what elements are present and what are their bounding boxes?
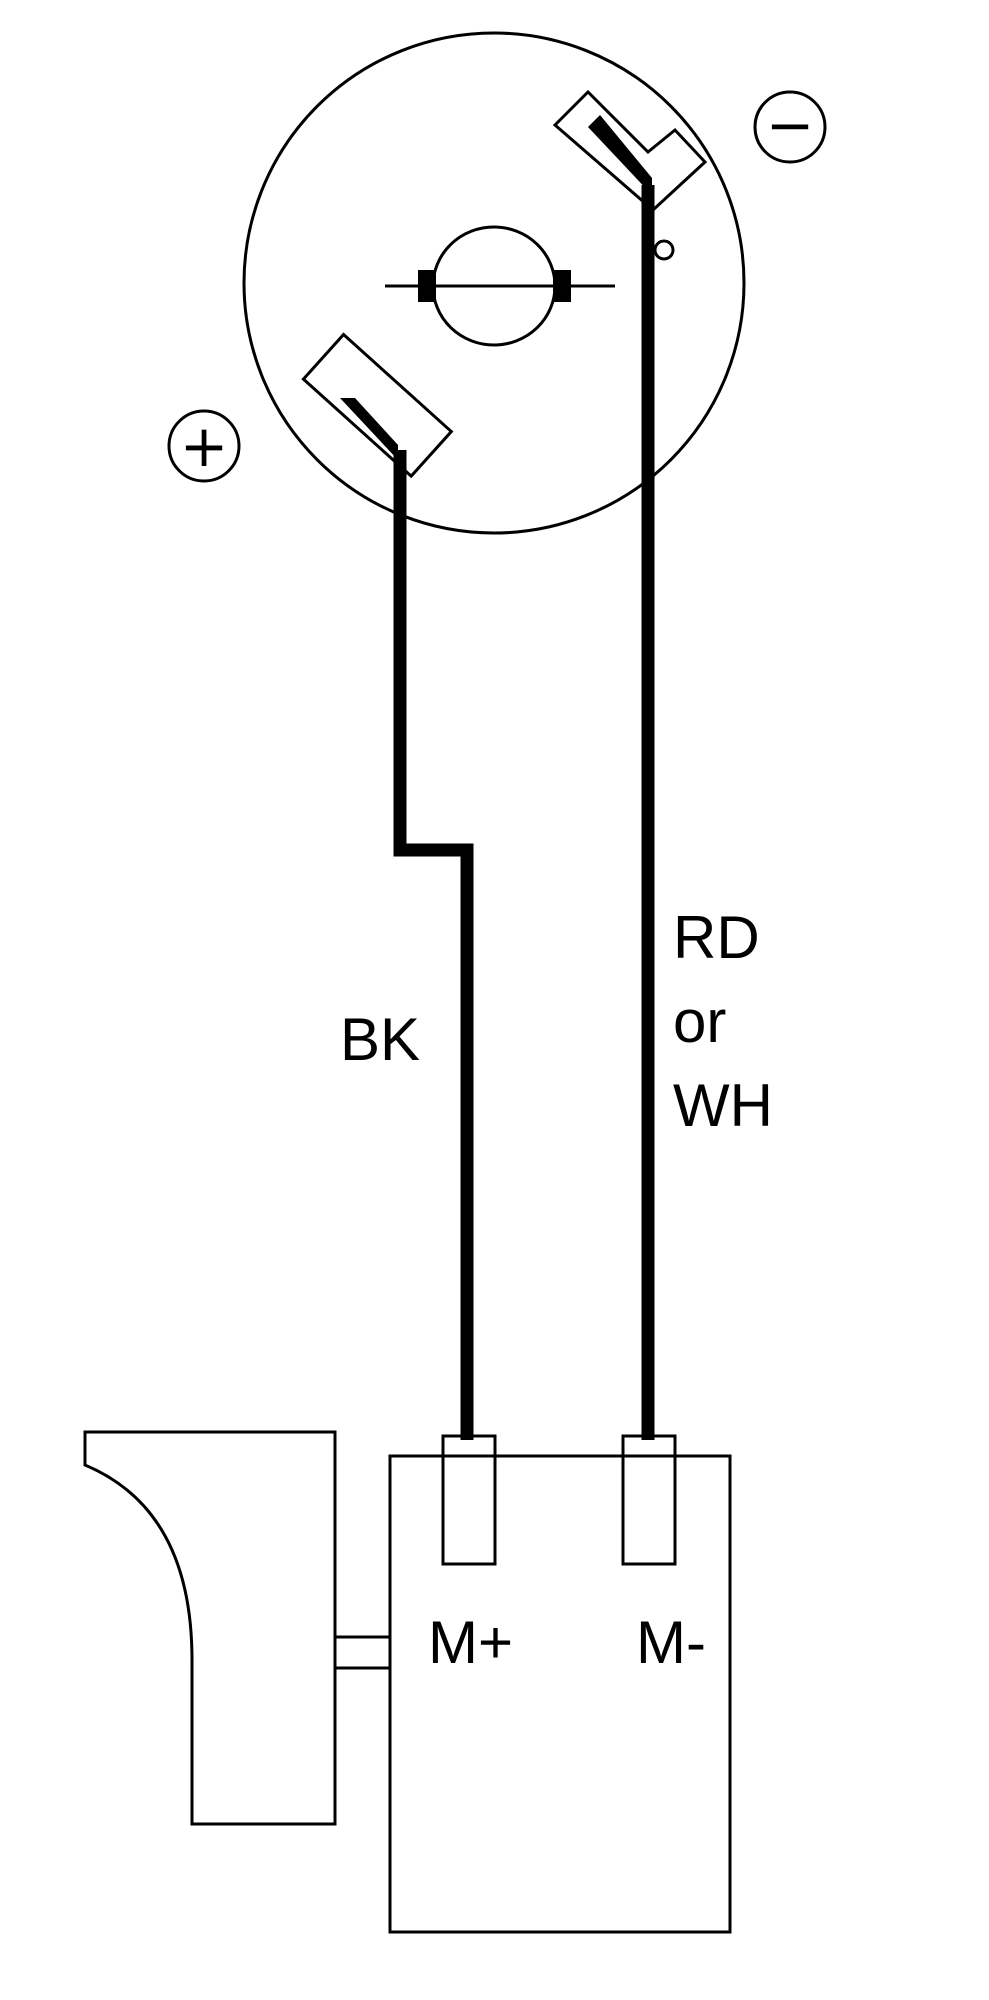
terminal-label-m-plus: M+ [428,1609,513,1676]
negative-symbol: − [766,91,815,159]
negative-polarity-marker: − [753,90,827,164]
switch-body [388,1454,732,1934]
positive-symbol: + [180,412,229,480]
terminal-label-m-minus: M- [636,1609,706,1676]
motor-housing [242,31,746,535]
wire-label-bk: BK [340,1006,420,1073]
switch-terminal-m-plus [441,1434,497,1566]
wire-label-or: or [673,988,726,1055]
black-wire [393,450,474,1440]
switch-terminal-m-minus [621,1434,677,1566]
positive-brush-terminal [301,332,454,479]
trigger [83,1430,337,1826]
wire-label-rd: RD [673,904,760,971]
positive-polarity-marker: + [167,409,241,483]
armature-symbol [385,225,615,347]
wire-label-wh: WH [673,1072,773,1139]
